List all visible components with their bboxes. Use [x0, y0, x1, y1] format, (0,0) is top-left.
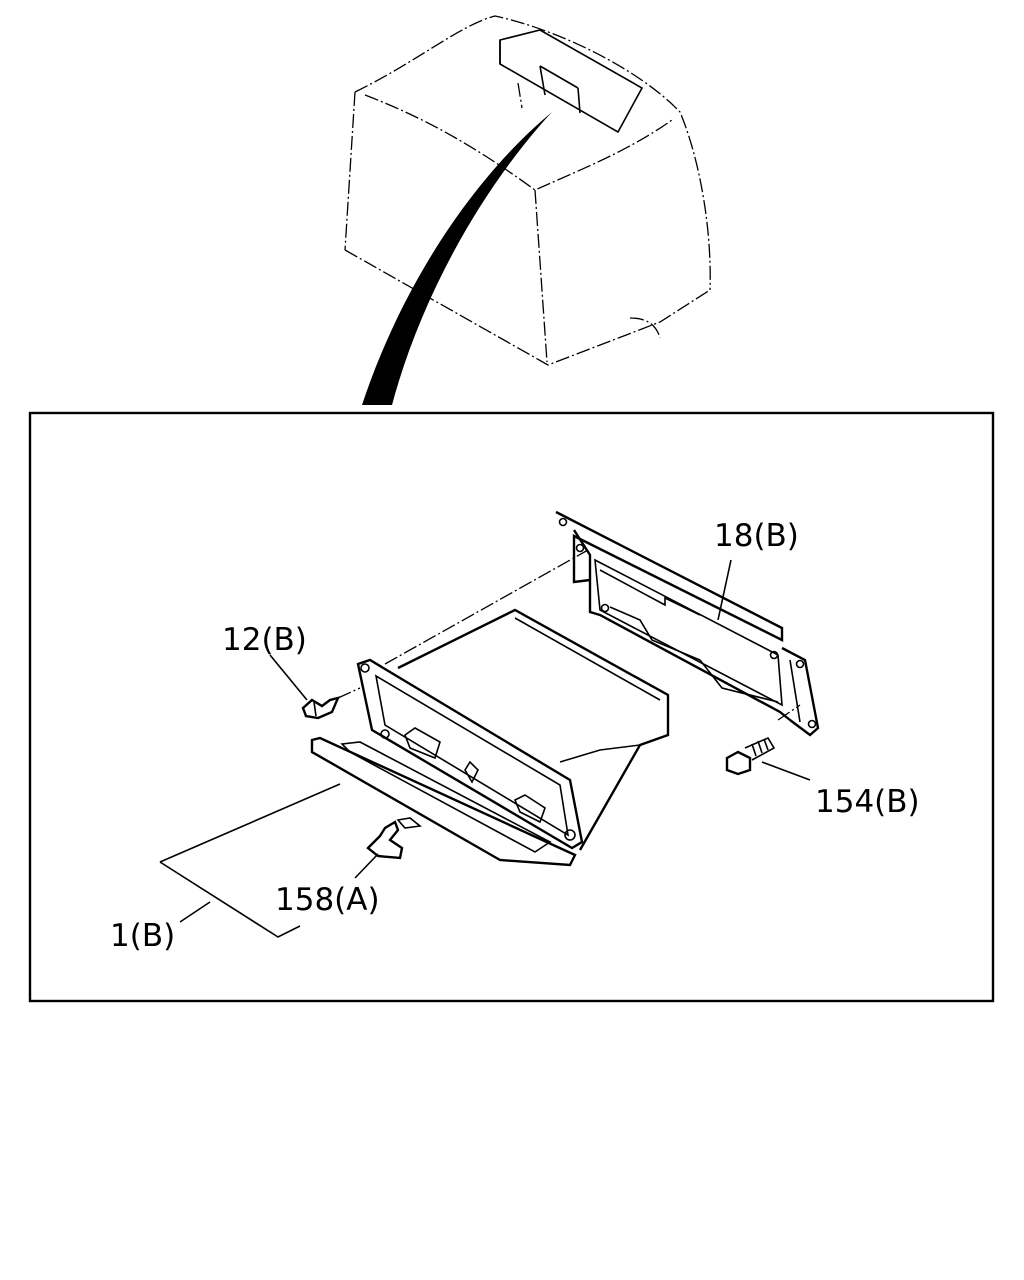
alignment-lines — [337, 549, 801, 721]
label-part-12: 12(B) — [222, 622, 307, 658]
location-pointer-arrow — [362, 112, 552, 405]
bolt-154b — [725, 736, 776, 776]
leader-lines — [159, 559, 811, 938]
label-part-1: 1(B) — [110, 918, 175, 954]
screw-12b — [301, 696, 341, 720]
lamp-housing — [397, 608, 670, 851]
label-part-158: 158(A) — [275, 882, 380, 918]
clip-158a — [366, 820, 404, 860]
label-part-154: 154(B) — [815, 784, 920, 820]
roof-lamp-location — [499, 29, 644, 134]
label-part-18: 18(B) — [714, 518, 799, 554]
lamp-gasket — [356, 658, 584, 850]
detail-frame — [28, 411, 995, 1003]
lamp-lens — [310, 729, 577, 867]
vehicle-cab-outline — [344, 15, 711, 366]
